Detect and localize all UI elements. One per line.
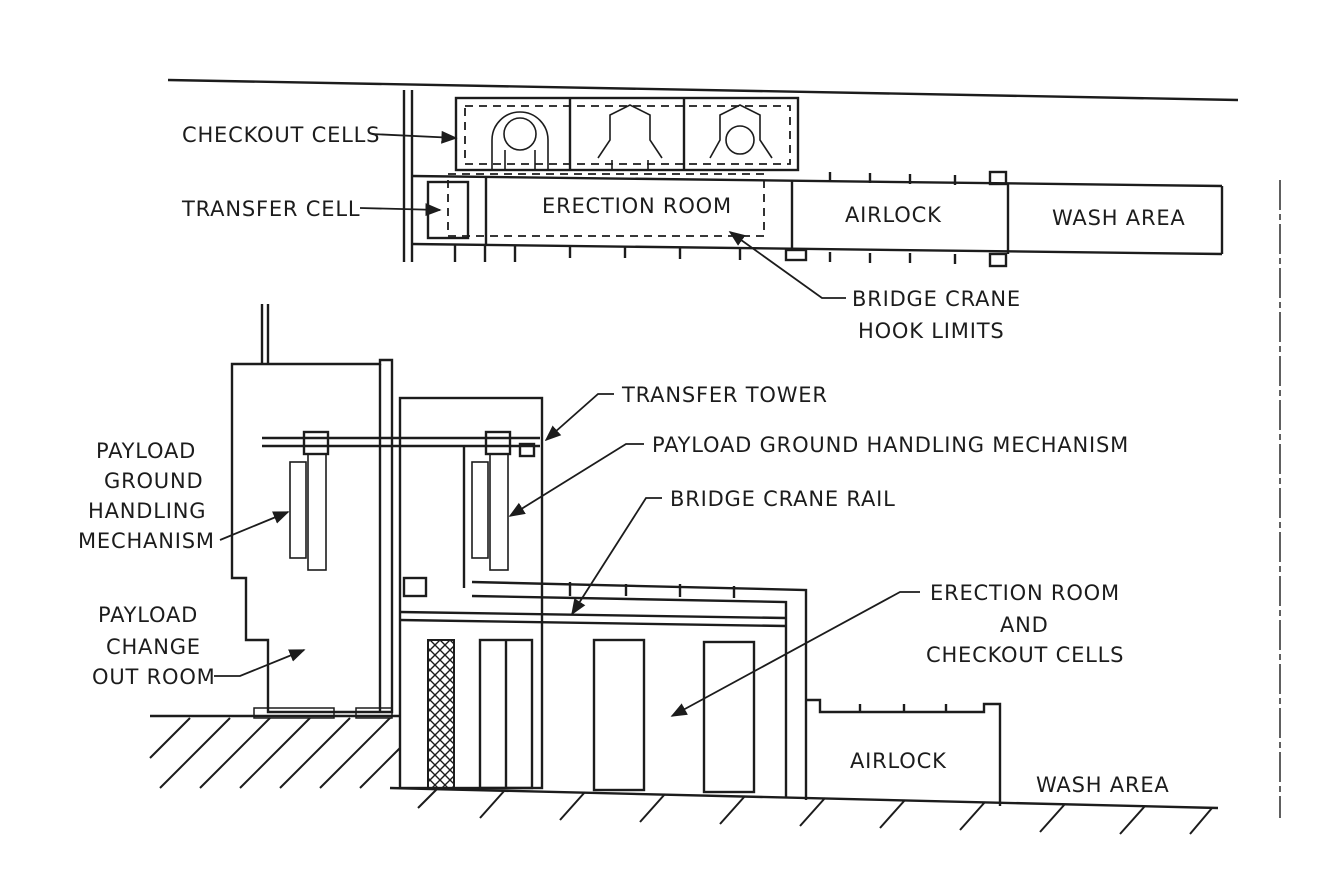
label-airlock-elevation: AIRLOCK: [850, 749, 947, 773]
label-change-out-room-1: PAYLOAD: [98, 603, 198, 627]
label-bridge-crane-rail: BRIDGE CRANE RAIL: [670, 487, 896, 511]
label-erection-room-and-checkout-1: ERECTION ROOM: [930, 581, 1120, 605]
plan-view: CHECKOUT CELLS TRANSFER CELL ERECTION RO…: [167, 78, 1239, 343]
elevation-view: TRANSFER TOWER PAYLOAD GROUND HANDLING M…: [78, 304, 1219, 835]
label-pghm-left-3: HANDLING: [88, 499, 206, 523]
label-airlock-plan: AIRLOCK: [845, 203, 942, 227]
label-checkout-cells: CHECKOUT CELLS: [182, 123, 380, 147]
label-erection-room-plan: ERECTION ROOM: [542, 194, 732, 218]
label-payload-ground-handling-mechanism: PAYLOAD GROUND HANDLING MECHANISM: [652, 433, 1129, 457]
label-wash-area-plan: WASH AREA: [1052, 206, 1186, 230]
label-bridge-crane-hook-limits-2: HOOK LIMITS: [858, 319, 1004, 343]
label-change-out-room-2: CHANGE: [106, 635, 201, 659]
label-pghm-left-4: MECHANISM: [78, 529, 215, 553]
label-transfer-cell: TRANSFER CELL: [181, 197, 360, 221]
label-erection-room-and-checkout-2: AND: [1000, 613, 1049, 637]
label-transfer-tower: TRANSFER TOWER: [621, 383, 828, 407]
label-wash-area-elevation: WASH AREA: [1036, 773, 1170, 797]
label-pghm-left-1: PAYLOAD: [96, 439, 196, 463]
label-erection-room-and-checkout-3: CHECKOUT CELLS: [926, 643, 1124, 667]
label-change-out-room-3: OUT ROOM: [92, 665, 216, 689]
label-bridge-crane-hook-limits-1: BRIDGE CRANE: [852, 287, 1021, 311]
label-pghm-left-2: GROUND: [104, 469, 203, 493]
